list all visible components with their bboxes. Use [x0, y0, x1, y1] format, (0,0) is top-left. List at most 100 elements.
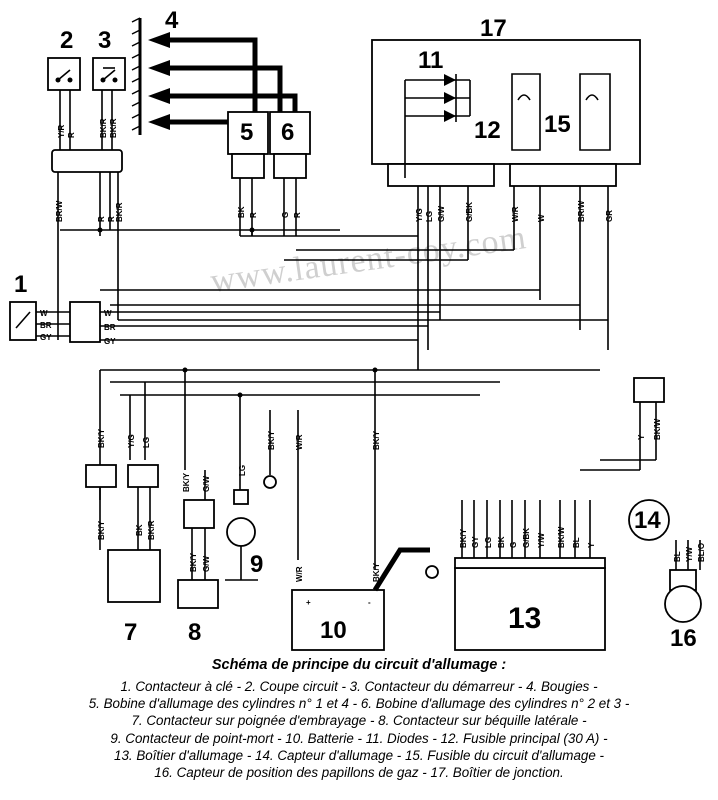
label-5: 5: [240, 119, 253, 146]
battery: [291, 589, 385, 651]
side-stand-switch: [177, 579, 219, 609]
kill-switch: [47, 57, 81, 91]
throttle-position-sensor: [664, 585, 702, 623]
wire-label: G: [281, 212, 290, 218]
wire-label: W/R: [511, 206, 520, 222]
legend-line: 16. Capteur de position des papillons de…: [154, 765, 564, 781]
wire-label: BR: [104, 323, 116, 332]
label-6: 6: [281, 119, 294, 146]
junction-box: [371, 39, 641, 165]
top-left-connector: [51, 149, 123, 173]
wire-label: G/W: [202, 556, 211, 572]
wire-label: BL/O: [697, 543, 706, 562]
wire-label: BK/Y: [372, 562, 381, 582]
wire-label: G/W: [437, 206, 446, 222]
wire-label: GY: [40, 333, 52, 342]
wire-label: BL: [673, 551, 682, 562]
wire-label: GY: [104, 337, 116, 346]
diodes: [404, 74, 471, 178]
wire-label: BK/R: [115, 202, 124, 222]
pickup-connector: [633, 377, 665, 403]
legend-title: Schéma de principe du circuit d'allumage…: [211, 657, 507, 673]
label-16: 16: [670, 625, 697, 652]
wire-label: BK/W: [557, 526, 566, 548]
label-13: 13: [508, 602, 541, 635]
junction-box-connector-right: [509, 163, 617, 187]
wire-label: Y/W: [685, 546, 694, 562]
label-4: 4: [165, 7, 179, 34]
key-switch-connector: [69, 301, 101, 343]
label-15: 15: [544, 111, 571, 138]
legend: Schéma de principe du circuit d'allumage…: [0, 657, 718, 781]
wire-label: R: [97, 216, 106, 222]
legend-line: 13. Boîtier d'allumage - 14. Capteur d'a…: [114, 747, 604, 763]
clutch-connector-b: [127, 464, 159, 488]
label-1: 1: [14, 271, 27, 298]
label-7: 7: [124, 619, 137, 646]
coil6-connector: [273, 153, 307, 179]
wire-label: LG: [425, 211, 434, 222]
wire-label: R: [293, 212, 302, 218]
wire-label: BK: [237, 206, 246, 218]
wire-label: BK/Y: [182, 472, 191, 492]
label-8: 8: [188, 619, 201, 646]
wire-label: BK/W: [653, 418, 662, 440]
wire-color-labels: Y/R R BK/R BK/R BR/W R R BK/R BK R G R Y…: [40, 118, 706, 582]
wire-label: BK: [135, 524, 144, 536]
ignition-circuit-diagram: www.laurent-coy.com: [9, 7, 706, 652]
label-3: 3: [98, 27, 111, 54]
wire-label: Y: [587, 542, 596, 548]
ignition-unit-connector: [454, 557, 606, 569]
wire-label: BK/R: [109, 118, 118, 138]
wire-label: BK/Y: [372, 430, 381, 450]
wire-label: Y/G: [127, 434, 136, 448]
ignition-unit: [454, 567, 606, 651]
legend-line: 9. Contacteur de point-mort - 10. Batter…: [110, 730, 608, 746]
wire-label: BL: [572, 537, 581, 548]
clutch-lever-switch: [107, 549, 161, 603]
battery-plus: +: [306, 598, 311, 607]
neutral-switch: [226, 517, 256, 547]
legend-line: 5. Bobine d'allumage des cylindres n° 1 …: [88, 696, 630, 712]
label-2: 2: [60, 27, 73, 54]
ignition-fuse: [579, 73, 611, 151]
wire-label: Y/G: [415, 208, 424, 222]
label-12: 12: [474, 117, 501, 144]
wire-label: BK/R: [99, 118, 108, 138]
wire-label: R: [249, 212, 258, 218]
wire-label: G/W: [202, 476, 211, 492]
neutral-connector: [233, 489, 249, 505]
wire-label: R: [107, 216, 116, 222]
label-14: 14: [634, 507, 661, 534]
legend-line: 7. Contacteur sur poignée d'embrayage - …: [131, 713, 587, 729]
wire-label: BK/Y: [459, 528, 468, 548]
wire-label: G: [509, 542, 518, 548]
wire-label: Y/W: [537, 532, 546, 548]
battery-minus: -: [368, 598, 371, 607]
clutch-connector-a: [85, 464, 117, 488]
wire-label: GR: [605, 210, 614, 222]
wire-label: BK: [497, 536, 506, 548]
wire-label: BK/Y: [267, 430, 276, 450]
wire-label: BK/Y: [189, 552, 198, 572]
wire-label: BR/W: [577, 200, 586, 222]
label-10: 10: [320, 617, 347, 644]
wire-label: LG: [238, 465, 247, 476]
wire-label: W/R: [295, 566, 304, 582]
wire-label: W: [104, 309, 112, 318]
coil-cyl-2-3: [269, 111, 311, 155]
wire-label: BK/Y: [97, 428, 106, 448]
wire-label: G/BK: [522, 528, 531, 548]
label-11: 11: [418, 47, 443, 74]
wire-label: Y: [637, 434, 646, 440]
wire-label: GY: [471, 536, 480, 548]
starter-switch: [92, 57, 126, 91]
wire-label: W/R: [295, 434, 304, 450]
junction-box-connector-left: [387, 163, 495, 187]
spark-plugs: [131, 17, 170, 135]
wire-label: BK/Y: [97, 520, 106, 540]
main-fuse: [511, 73, 541, 151]
wire-label: W: [537, 214, 546, 222]
wire-label: W: [40, 309, 48, 318]
